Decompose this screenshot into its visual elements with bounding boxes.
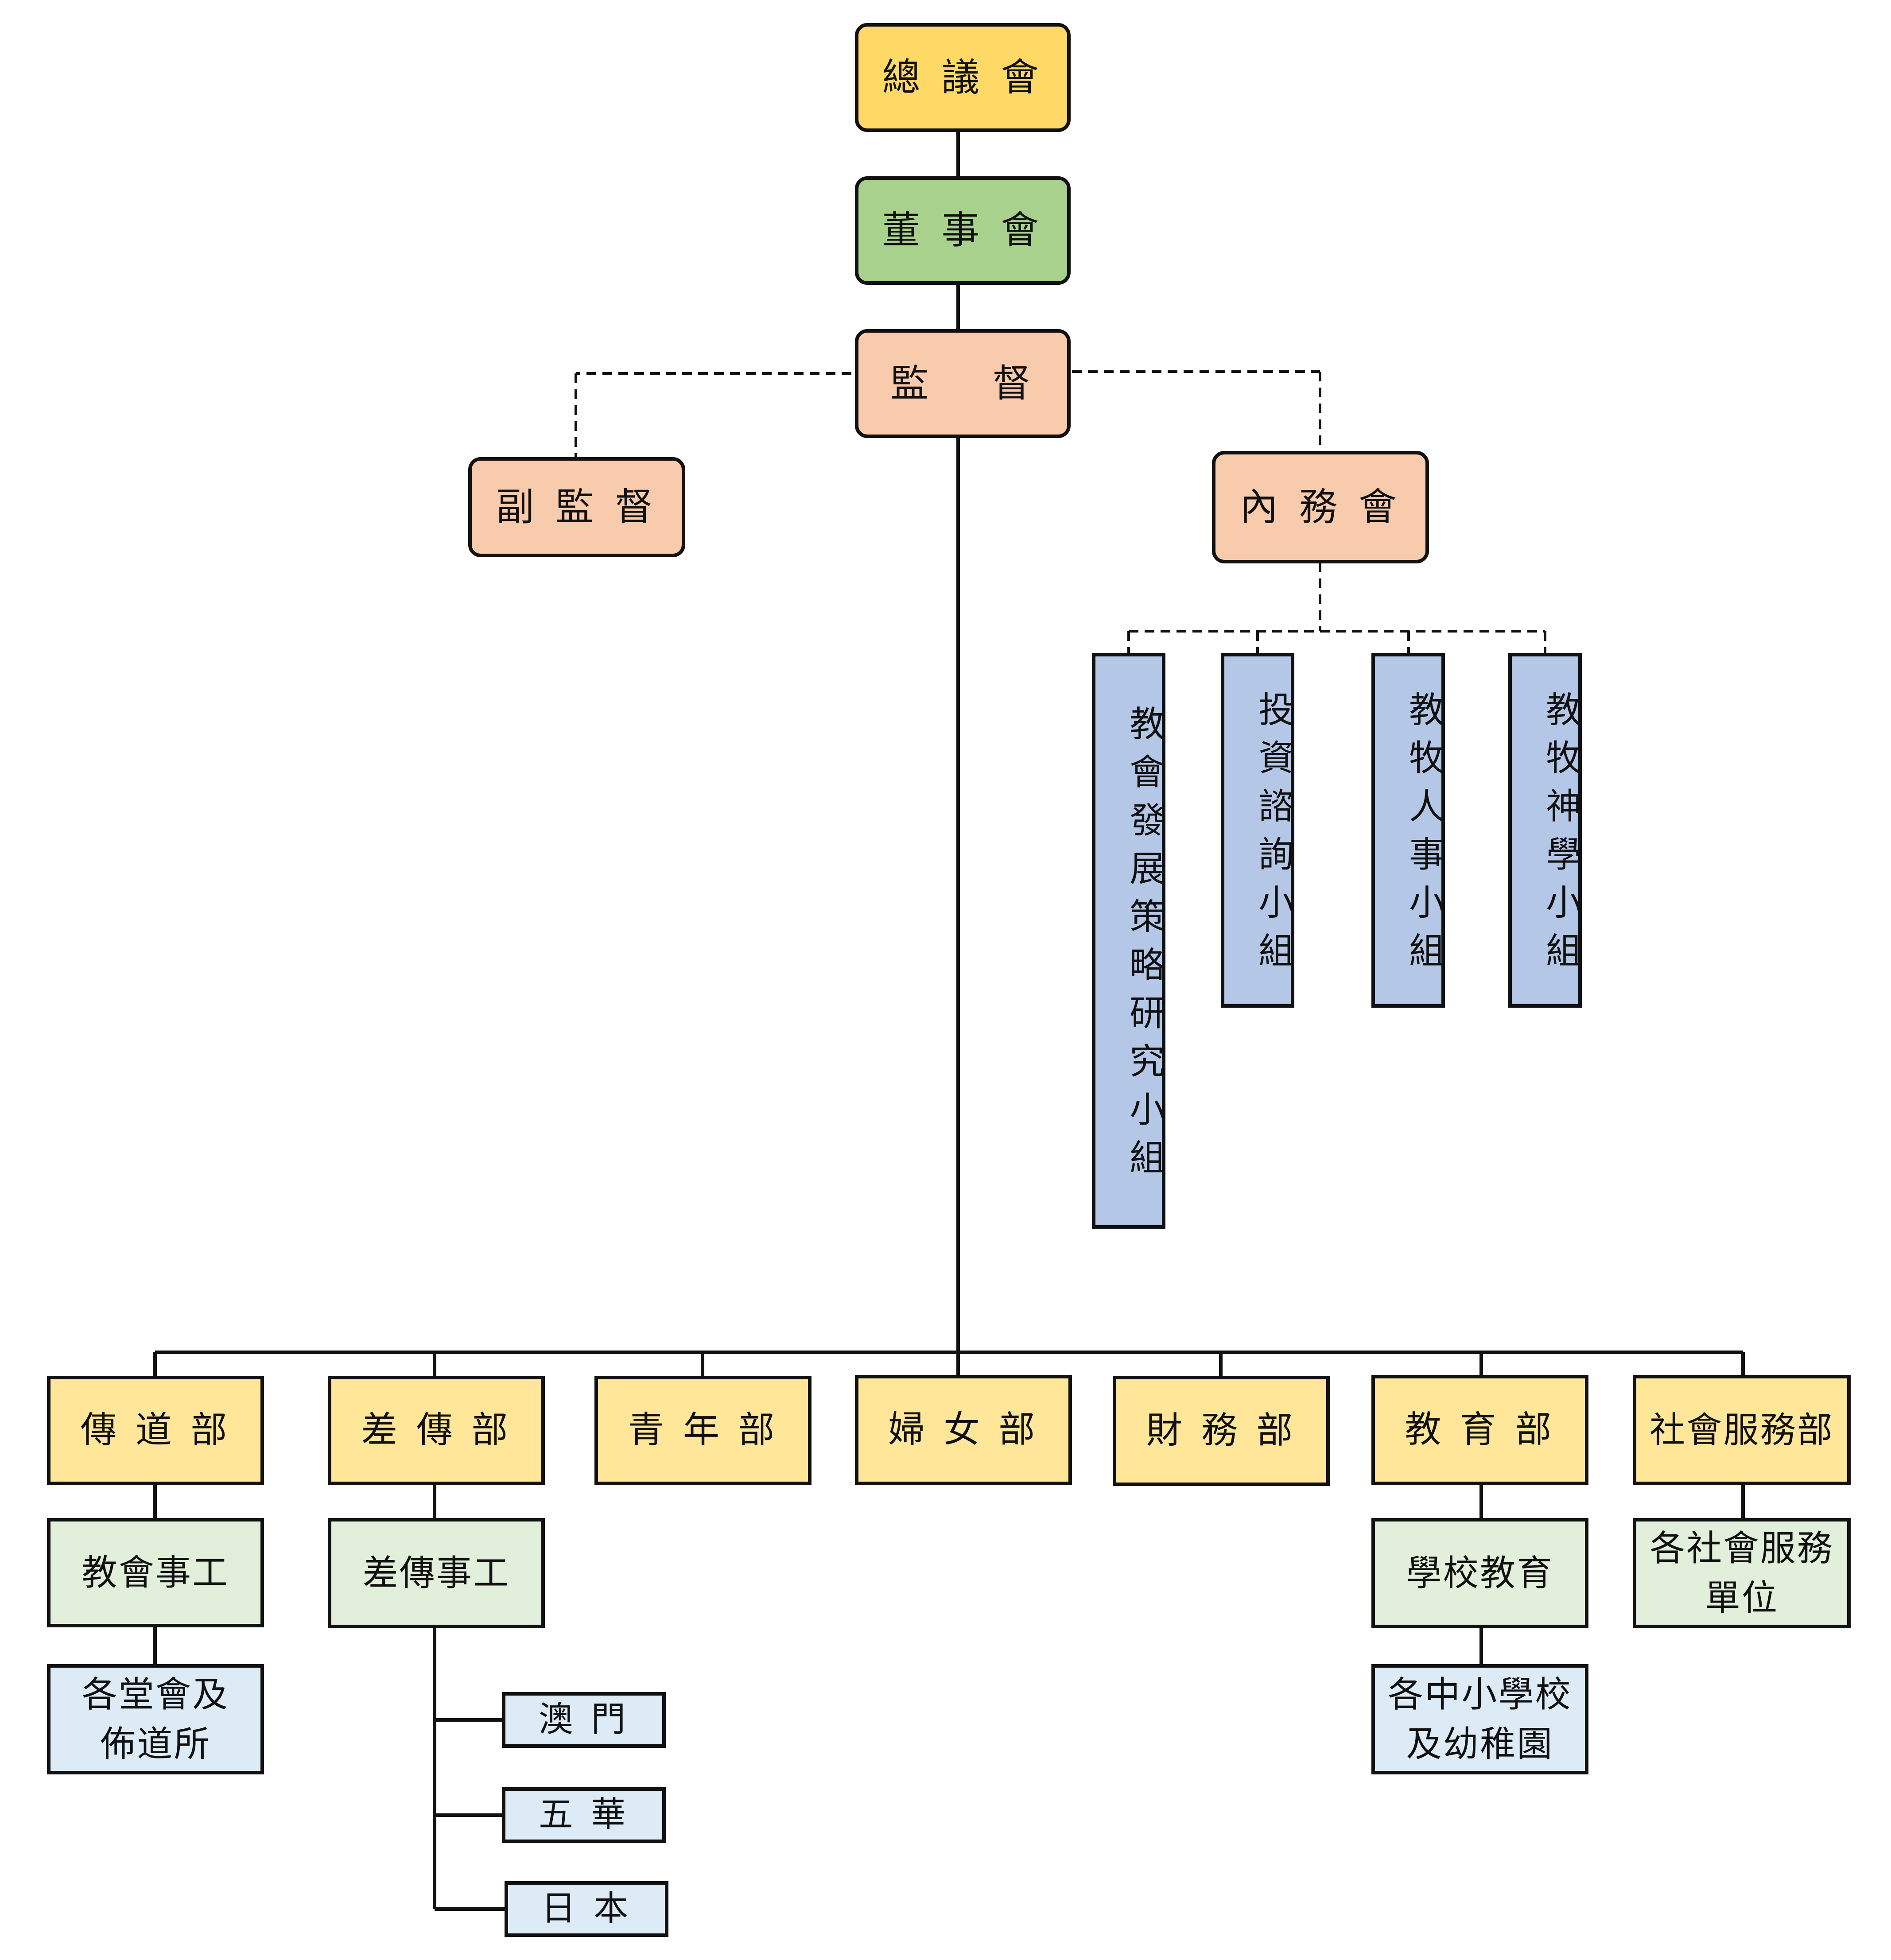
board-label: 董 事 會 (882, 208, 1044, 253)
deputy-bishop-node: 副 監 督 (468, 457, 685, 557)
board-node: 董 事 會 (855, 176, 1071, 285)
social-service-units-label: 各社會服務 單位 (1650, 1527, 1834, 1618)
bishop-node: 監 督 (855, 329, 1071, 438)
general-assembly-node: 總 議 會 (855, 23, 1071, 132)
pastoral-theology-group-label: 教牧神學小組 (1540, 691, 1581, 980)
school-education-node: 學校教育 (1371, 1518, 1588, 1628)
women-department-label: 婦 女 部 (888, 1409, 1039, 1451)
youth-department-label: 青 年 部 (628, 1409, 778, 1452)
education-department-label: 教 育 部 (1405, 1409, 1555, 1451)
japan-mission-label: 日 本 (541, 1889, 632, 1929)
japan-mission-node: 日 本 (505, 1881, 668, 1937)
investment-advisory-group-node: 投資諮詢小組 (1221, 653, 1294, 1008)
education-department-node: 教 育 部 (1371, 1375, 1588, 1485)
deputy-bishop-label: 副 監 督 (496, 485, 658, 529)
churches-and-preaching-stations-node: 各堂會及 佈道所 (47, 1664, 264, 1774)
church-development-strategy-group-label: 教會發展策略研究小組 (1124, 705, 1165, 1187)
internal-council-label: 內 務 會 (1239, 485, 1402, 529)
social-service-department-label: 社會服務部 (1650, 1409, 1834, 1451)
social-service-department-node: 社會服務部 (1633, 1375, 1851, 1485)
pastoral-personnel-group-node: 教牧人事小組 (1371, 653, 1445, 1008)
pastoral-personnel-group-label: 教牧人事小組 (1403, 691, 1444, 980)
schools-and-kindergartens-label: 各中小學校 及幼稚園 (1388, 1673, 1572, 1765)
general-assembly-label: 總 議 會 (882, 55, 1044, 100)
solid-connectors (153, 131, 1745, 1911)
church-affairs-node: 教會事工 (47, 1518, 264, 1627)
church-development-strategy-group-node: 教會發展策略研究小組 (1092, 653, 1165, 1229)
wuhua-mission-node: 五 華 (502, 1787, 666, 1843)
wuhua-mission-label: 五 華 (538, 1795, 629, 1835)
pastoral-theology-group-node: 教牧神學小組 (1508, 653, 1582, 1008)
dashed-connectors (575, 370, 1546, 653)
mission-department-node: 差 傳 部 (328, 1376, 545, 1485)
youth-department-node: 青 年 部 (594, 1376, 812, 1485)
mission-department-label: 差 傳 部 (361, 1409, 512, 1452)
finance-department-node: 財 務 部 (1113, 1376, 1330, 1486)
finance-department-label: 財 務 部 (1146, 1409, 1297, 1452)
school-education-label: 學校教育 (1406, 1552, 1554, 1594)
investment-advisory-group-label: 投資諮詢小組 (1253, 691, 1294, 980)
macau-mission-node: 澳 門 (502, 1692, 666, 1748)
schools-and-kindergartens-node: 各中小學校 及幼稚園 (1371, 1664, 1588, 1774)
bishop-label: 監 督 (890, 361, 1035, 406)
evangelism-department-node: 傳 道 部 (47, 1376, 264, 1485)
macau-mission-label: 澳 門 (538, 1700, 629, 1740)
social-service-units-node: 各社會服務 單位 (1633, 1518, 1851, 1628)
mission-affairs-node: 差傳事工 (328, 1518, 545, 1628)
mission-affairs-label: 差傳事工 (362, 1552, 510, 1594)
evangelism-department-label: 傳 道 部 (80, 1409, 231, 1452)
women-department-node: 婦 女 部 (855, 1375, 1072, 1485)
internal-council-node: 內 務 會 (1212, 451, 1429, 563)
church-affairs-label: 教會事工 (82, 1552, 229, 1593)
churches-and-preaching-stations-label: 各堂會及 佈道所 (82, 1673, 229, 1765)
